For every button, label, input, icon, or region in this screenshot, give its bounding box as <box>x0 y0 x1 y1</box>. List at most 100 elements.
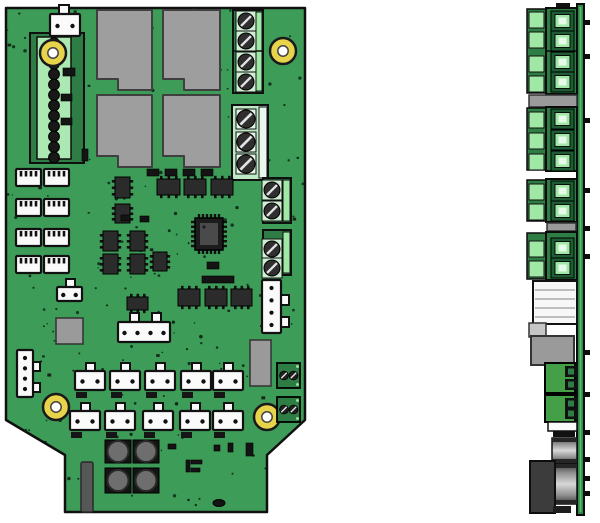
screw-terminal-profile-window <box>558 37 567 45</box>
connector-2pin <box>103 409 137 432</box>
screw-terminal-profile-entry <box>528 240 545 258</box>
screw-terminal-profile-entry <box>528 203 545 221</box>
connector-4pin-header-pin <box>57 201 61 207</box>
connector-2pin-pin <box>185 419 190 424</box>
pcb-top-view <box>4 4 307 514</box>
ic-pin <box>247 285 250 290</box>
ic-pin <box>129 186 134 190</box>
smd-part <box>164 168 178 177</box>
qfp-pin <box>213 214 217 219</box>
qfp-pin <box>217 249 221 254</box>
capacitor-profile <box>551 463 578 505</box>
screw-slot <box>240 15 252 27</box>
qfp-pin <box>197 249 201 254</box>
ic-pin <box>240 305 244 310</box>
ic-pin <box>126 234 131 237</box>
screw-terminal-profile-window <box>558 58 567 66</box>
ic-pin <box>130 309 133 314</box>
spacer-gray <box>528 94 578 108</box>
ic-pin <box>126 246 131 249</box>
ic-soic <box>129 230 146 252</box>
screw-terminal-profile-window <box>558 17 567 25</box>
screw-terminal-profile-entry <box>528 55 545 73</box>
screw-terminal-profile-entry <box>528 132 545 150</box>
screw-terminal-2pos-strip <box>282 179 291 222</box>
ic-pin <box>149 255 154 258</box>
connector-4pin-header-pin <box>57 258 61 264</box>
ic-soic <box>210 178 234 196</box>
connector-2pin-pin <box>130 379 135 384</box>
connector-4pin-header-pin <box>34 231 38 237</box>
qfp-pin <box>201 214 205 219</box>
terminal-block-12pos-holes <box>48 151 60 164</box>
smd-pad <box>214 392 225 398</box>
connector-2pin-pin <box>125 419 130 424</box>
terminal-block-12pos-holes <box>48 99 60 112</box>
ic-soic <box>183 178 207 196</box>
smd-part <box>60 93 73 102</box>
ic-pin <box>129 212 134 216</box>
screw-terminal-profile-window <box>558 78 567 86</box>
spacer-gray <box>546 222 577 232</box>
ic-pin <box>144 246 149 249</box>
connector-4pin-header-pin <box>57 171 61 177</box>
through-pins <box>584 54 590 59</box>
screw-terminal-profile-entry <box>528 111 545 129</box>
connector-2pin <box>178 409 212 432</box>
ic-pin <box>188 305 191 310</box>
ic-pin <box>144 257 149 260</box>
connector-2pin-pin <box>148 419 153 424</box>
screw-slot <box>240 56 252 68</box>
screw-terminal-profile-window <box>558 115 567 123</box>
smd-pad <box>71 432 82 438</box>
screw-slot <box>239 135 253 149</box>
screw-terminal-profile-window <box>558 187 567 195</box>
connector-2pin <box>108 369 142 392</box>
connector-2pin-header-pin <box>70 23 75 29</box>
connector-4pin-header-pin <box>29 258 33 264</box>
connector-4pin-pin <box>122 330 127 336</box>
ic-pin <box>117 246 122 249</box>
connector-2pin <box>73 369 107 392</box>
ic-pin <box>129 180 134 183</box>
component-bar <box>80 461 94 513</box>
terminal-block-12pos-holes <box>48 68 60 81</box>
terminal-block-12pos-holes <box>48 130 60 143</box>
smd-part <box>81 148 89 162</box>
component-dark-block <box>529 460 556 514</box>
connector-2pin-pin <box>110 419 115 424</box>
through-pins <box>584 491 590 496</box>
screw-terminal-profile-window <box>558 264 567 272</box>
ic-pin <box>188 285 191 290</box>
smd-part <box>62 67 76 77</box>
through-pins <box>584 392 590 397</box>
ic-pin <box>228 194 231 199</box>
ic-pin <box>136 293 140 298</box>
smd-part <box>212 499 226 507</box>
ic-pin <box>166 255 171 258</box>
ic-pin <box>208 305 211 310</box>
ic-pin <box>187 194 190 199</box>
ic-soic <box>114 176 131 199</box>
through-pins <box>584 476 590 481</box>
connector-4pin-header-pin <box>52 231 56 237</box>
ic-soic <box>152 251 168 272</box>
relay <box>96 9 153 91</box>
ic-pin <box>111 180 116 183</box>
qfp-pin <box>205 214 209 219</box>
connector-4pin-header-pin <box>24 231 28 237</box>
connector-4pin-header-pin <box>62 171 66 177</box>
through-pins <box>584 20 590 25</box>
qfp-pin <box>191 235 196 238</box>
ic-pin <box>149 266 154 269</box>
ic-soic <box>204 288 228 307</box>
connector-4pin-header-pin <box>52 201 56 207</box>
ic-pin <box>160 175 163 180</box>
screw-terminal-profile-entry <box>528 183 545 201</box>
connector-2pin <box>68 409 102 432</box>
qfp-pin <box>222 225 227 228</box>
ic-pin <box>144 234 149 237</box>
smd-pad <box>144 432 155 438</box>
ic-pin <box>167 194 171 199</box>
ic-pin <box>117 257 122 260</box>
